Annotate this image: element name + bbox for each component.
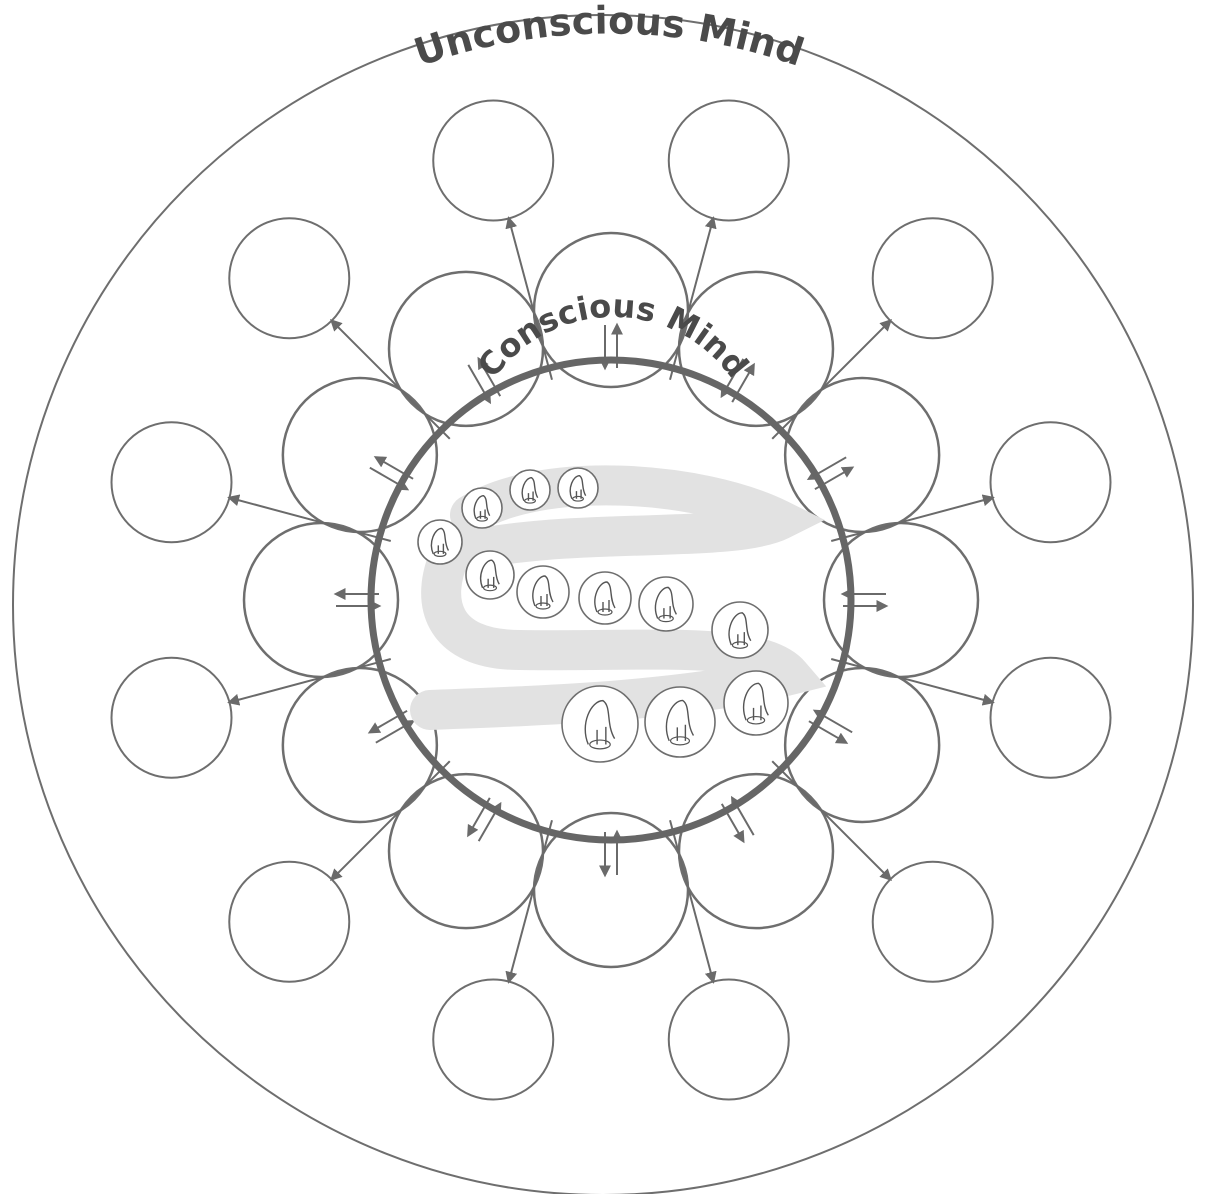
ant-badge <box>645 687 715 757</box>
ant-badge <box>462 488 502 528</box>
ant-icon <box>517 566 569 618</box>
ant-icon <box>645 687 715 757</box>
arrow-long <box>229 498 390 541</box>
ant-icon <box>562 686 638 762</box>
thought-bubble-small <box>229 862 349 982</box>
thought-bubble-large <box>679 774 833 928</box>
thought-bubble-large <box>283 668 437 822</box>
ant-badge <box>579 572 631 624</box>
thought-bubble-small <box>669 979 789 1099</box>
thought-bubble-small <box>433 979 553 1099</box>
ant-badge <box>639 577 693 631</box>
thought-bubble-small <box>433 101 553 221</box>
thought-bubble-small <box>873 218 993 338</box>
thought-bubble-small <box>669 101 789 221</box>
arrow-long <box>831 659 992 702</box>
thought-bubble-small <box>873 862 993 982</box>
ant-badge <box>724 671 788 735</box>
thought-bubble-small <box>990 658 1110 778</box>
arrow-long <box>509 820 552 981</box>
ant-badge <box>517 566 569 618</box>
ant-badge <box>558 468 598 508</box>
arrow-long <box>229 659 390 702</box>
ant-icon <box>466 551 514 599</box>
thought-bubble-large <box>785 668 939 822</box>
ant-spiral <box>418 468 790 762</box>
thought-bubble-large <box>283 378 437 532</box>
thought-bubble-small <box>112 422 232 542</box>
ant-badge <box>562 686 638 762</box>
arrow-long <box>831 498 992 541</box>
thought-bubble-large <box>785 378 939 532</box>
ant-icon <box>418 520 462 564</box>
ant-icon <box>724 671 788 735</box>
thought-bubble-small <box>229 218 349 338</box>
ant-icon <box>579 572 631 624</box>
ant-badge <box>510 470 550 510</box>
ant-icon <box>558 468 598 508</box>
ant-badge <box>418 520 462 564</box>
ant-icon <box>462 488 502 528</box>
ant-icon <box>712 602 768 658</box>
thought-bubble-small <box>990 422 1110 542</box>
unconscious-mind-label: Unconscious Mind <box>409 0 810 75</box>
ant-icon <box>510 470 550 510</box>
ant-badge <box>466 551 514 599</box>
ant-badge <box>712 602 768 658</box>
arrow-long <box>670 820 713 981</box>
conscious-mind-label: Conscious Mind <box>470 287 756 385</box>
ant-icon <box>639 577 693 631</box>
thought-bubble-large <box>389 774 543 928</box>
thought-bubble-small <box>112 658 232 778</box>
